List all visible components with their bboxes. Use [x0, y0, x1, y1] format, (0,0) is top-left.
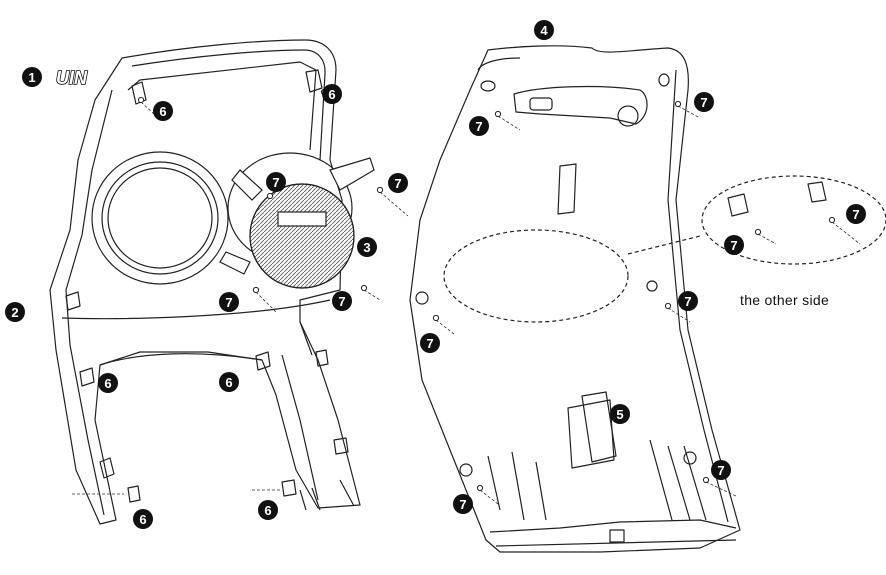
callout-7: 7 — [711, 460, 731, 480]
svg-text:6: 6 — [328, 87, 335, 102]
callout-4: 4 — [534, 20, 554, 40]
callout-6: 6 — [219, 372, 239, 392]
brand-mark: UIN — [56, 68, 88, 88]
callout-7: 7 — [678, 291, 698, 311]
svg-text:2: 2 — [11, 305, 18, 320]
svg-text:7: 7 — [426, 336, 433, 351]
front-cover-panel — [49, 39, 361, 525]
horn-speaker-unit — [219, 157, 375, 289]
callout-7: 7 — [420, 333, 440, 353]
svg-text:6: 6 — [159, 104, 166, 119]
callout-2: 2 — [5, 302, 25, 322]
callout-6: 6 — [98, 373, 118, 393]
svg-text:7: 7 — [225, 295, 232, 310]
callout-7: 7 — [266, 172, 286, 192]
callout-6: 6 — [322, 84, 342, 104]
svg-text:7: 7 — [684, 294, 691, 309]
svg-text:4: 4 — [540, 23, 548, 38]
callout-7: 7 — [469, 116, 489, 136]
svg-text:7: 7 — [394, 176, 401, 191]
svg-text:5: 5 — [616, 407, 623, 422]
callout-1: 1 — [22, 67, 42, 87]
callout-5: 5 — [610, 404, 630, 424]
svg-text:7: 7 — [459, 497, 466, 512]
svg-text:3: 3 — [363, 240, 370, 255]
svg-text:6: 6 — [104, 376, 111, 391]
callout-7: 7 — [846, 204, 866, 224]
callout-7: 7 — [724, 235, 744, 255]
svg-text:6: 6 — [225, 375, 232, 390]
callout-3: 3 — [357, 237, 377, 257]
callout-6: 6 — [133, 509, 153, 529]
svg-text:6: 6 — [264, 503, 271, 518]
svg-text:1: 1 — [28, 70, 35, 85]
callout-7: 7 — [694, 92, 714, 112]
svg-text:7: 7 — [272, 175, 279, 190]
callout-7: 7 — [219, 292, 239, 312]
rear-cover-panel — [409, 45, 886, 553]
svg-text:7: 7 — [475, 119, 482, 134]
other-side-label: the other side — [740, 292, 829, 308]
svg-text:6: 6 — [139, 512, 146, 527]
callout-7: 7 — [388, 173, 408, 193]
svg-text:7: 7 — [338, 294, 345, 309]
callout-7: 7 — [332, 291, 352, 311]
callout-6: 6 — [258, 500, 278, 520]
screw-markers — [137, 88, 836, 492]
svg-text:7: 7 — [730, 238, 737, 253]
svg-text:7: 7 — [717, 463, 724, 478]
callout-6: 6 — [153, 101, 173, 121]
callout-7: 7 — [453, 494, 473, 514]
svg-text:7: 7 — [852, 207, 859, 222]
svg-text:7: 7 — [700, 95, 707, 110]
